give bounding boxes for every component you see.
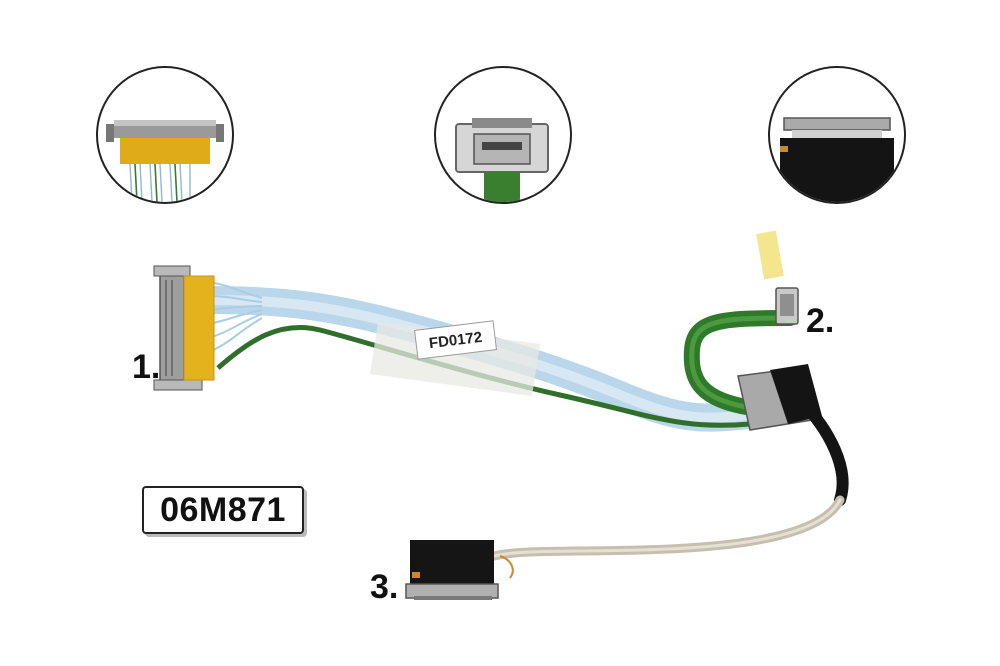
thumb-connector-1 [96,66,234,204]
connector-2-zoom-icon [455,118,549,202]
thumb-connector-3 [768,66,906,204]
black-cable [794,394,849,506]
thumb-connector-2 [434,66,572,204]
connector-2 [756,230,799,325]
connector-1 [153,265,215,391]
callout-connector-2: 2. [806,302,835,340]
clear-tape [370,322,540,396]
part-number-box: 06M871 [142,486,304,534]
callout-connector-1: 1. [132,348,161,386]
connector-1-zoom-icon [106,120,224,202]
junction-block [737,364,822,431]
callout-connector-3: 3. [370,568,399,606]
connector-3 [405,540,514,600]
